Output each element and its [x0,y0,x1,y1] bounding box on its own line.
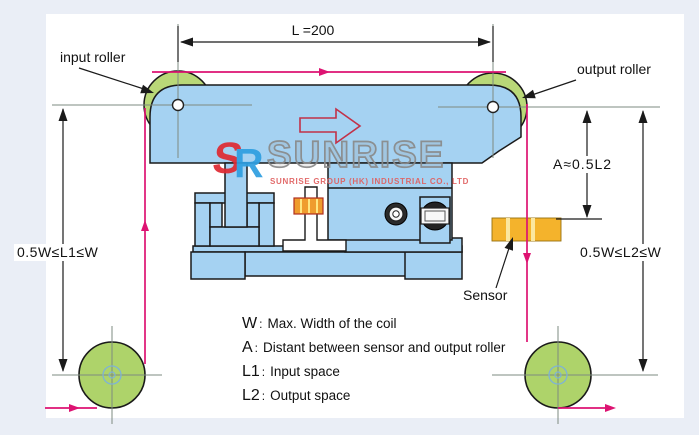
legend-symbol: A [242,339,253,356]
bracket-right-wall [258,202,275,247]
center-lines [52,24,660,424]
legend-row-w: W: Max. Width of the coil [242,314,505,338]
legend-row-l2: L2: Output space [242,386,505,410]
input-roller-pin [171,98,185,112]
legend-desc: Max. Width of the coil [267,316,397,331]
legend-colon: : [259,317,263,331]
sensor-label: Sensor [463,287,508,303]
center-marks [102,98,568,385]
legend-symbol: L2 [242,387,260,404]
flow-direction-arrow [299,107,362,145]
legend: W:Max. Width of the coil A:Distant betwe… [242,314,505,410]
legend-row-l1: L1: Input space [242,362,505,386]
legend-symbol: W [242,315,258,332]
machine-body [143,70,528,280]
bracket-left-wall [194,202,211,247]
output-roller-label: output roller [577,61,651,77]
bracket-left-step [209,202,223,228]
left-foot [190,251,246,280]
legend-row-a: A: Distant between sensor and output roll… [242,338,505,362]
dimension-roller-spacing: L =200 [291,22,335,38]
strip-direction-arrows [69,68,616,412]
legend-colon: : [261,389,266,403]
legend-desc: Output space [270,388,351,403]
bracket-right-step [246,202,260,228]
adjust-nut [384,202,408,226]
edge-sensor [293,197,324,215]
legend-desc: Distant between sensor and output roller [263,340,506,355]
input-roller-label: input roller [60,49,126,65]
bracket-cavity [209,226,260,247]
legend-desc: Input space [270,364,340,379]
legend-colon: : [254,341,259,355]
legend-symbol: L1 [242,363,260,380]
base-slab [244,251,413,277]
dimension-input-space: 0.5W≤L1≤W [14,244,102,261]
dimension-arrowheads [58,37,648,372]
legend-colon: : [261,365,266,379]
dimension-sensor-distance: A≈0.5L2 [549,156,623,173]
right-foot [404,251,463,280]
thumbscrew-knob [420,201,450,231]
dimension-output-space: 0.5W≤L2≤W [577,244,665,261]
top-beam [149,84,522,164]
support-column [224,162,248,228]
output-roller-pin [486,100,500,114]
